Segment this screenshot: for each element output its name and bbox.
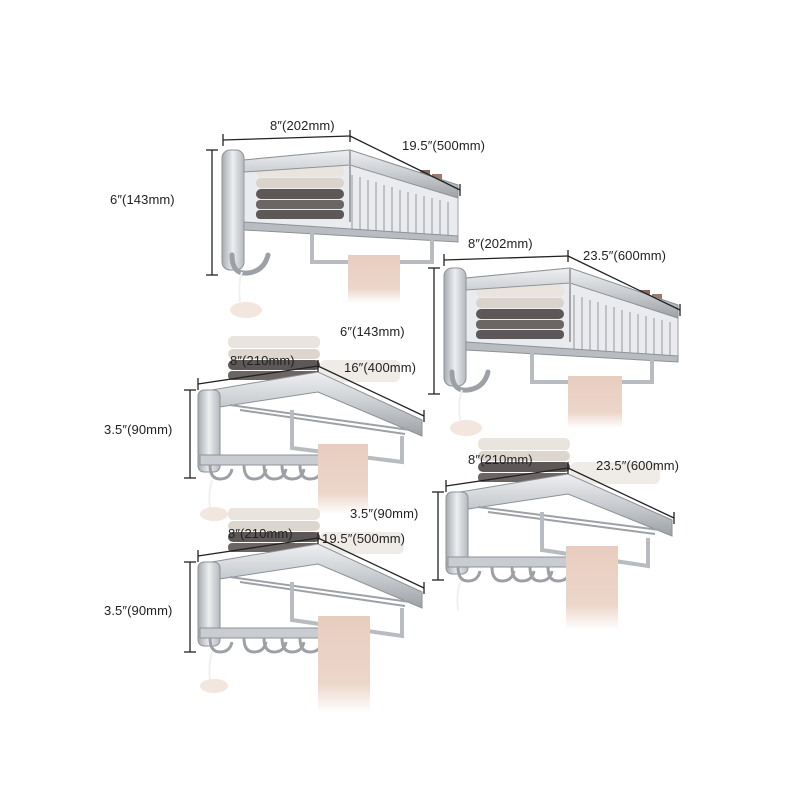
fold-400-depth-label: 8″(210mm) (230, 353, 295, 368)
basket-600-height-label: 6″(143mm) (340, 324, 405, 339)
fold-600-depth-label: 8″(210mm) (468, 452, 533, 467)
basket-500-height-label: 6″(143mm) (110, 192, 175, 207)
fold-600-length-label: 23.5″(600mm) (596, 458, 680, 473)
folding-shelf-600 (445, 438, 673, 630)
basket-500-depth-label: 8″(202mm) (270, 118, 335, 133)
dimension-lines (184, 130, 681, 653)
basket-shelf-500 (221, 149, 459, 318)
fold-400-height-label: 3.5″(90mm) (104, 422, 173, 437)
folding-shelf-500 (197, 508, 423, 712)
fold-500-height-label: 3.5″(90mm) (104, 603, 173, 618)
fold-500-depth-label: 8″(210mm) (228, 526, 293, 541)
basket-shelf-600 (443, 267, 679, 436)
basket-600-length-label: 23.5″(600mm) (583, 248, 667, 263)
fold-500-length-label: 19.5″(500mm) (322, 531, 406, 546)
basket-500-length-label: 19.5″(500mm) (402, 138, 486, 153)
folding-shelf-400 (197, 336, 423, 521)
dim-line-basket-500 (206, 130, 461, 276)
dim-line-fold-500 (184, 532, 425, 653)
dim-line-fold-400 (184, 360, 425, 479)
dim-line-basket-600 (428, 250, 681, 395)
dim-line-fold-600 (432, 462, 675, 581)
basket-600-depth-label: 8″(202mm) (468, 236, 533, 251)
fold-400-length-label: 16″(400mm) (344, 360, 417, 375)
fold-600-height-label: 3.5″(90mm) (350, 506, 419, 521)
